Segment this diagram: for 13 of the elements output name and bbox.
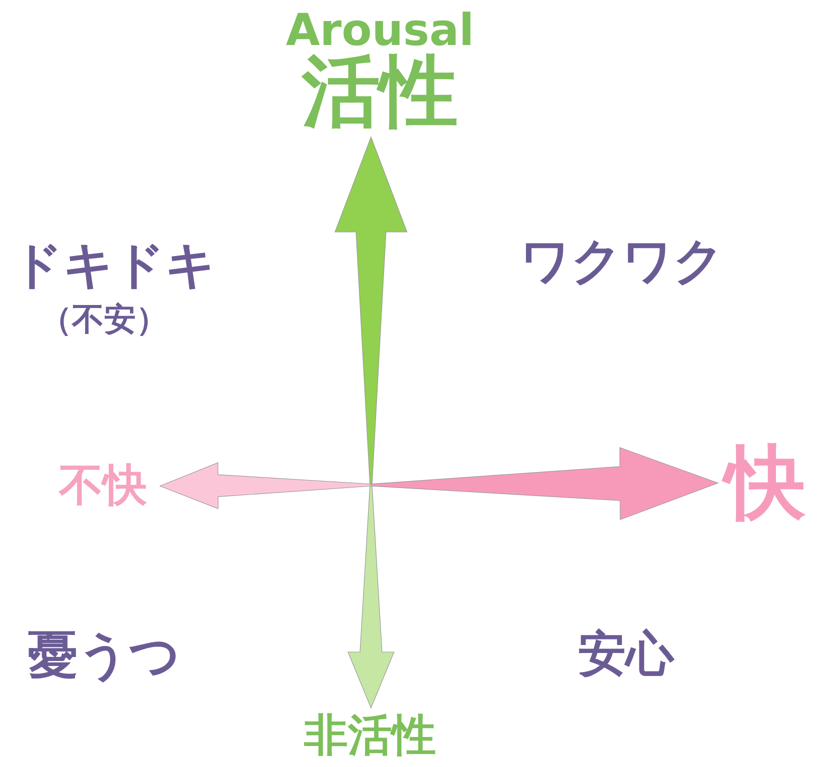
axis-label: Arousal bbox=[286, 8, 474, 52]
axis-label: 不快 bbox=[59, 464, 147, 508]
quadrant-label: （不安） bbox=[40, 302, 168, 338]
arrow bbox=[370, 447, 719, 520]
quadrant-label: 安心 bbox=[578, 628, 674, 681]
quadrant-label: ドキドキ bbox=[12, 238, 216, 293]
arrow bbox=[334, 136, 408, 486]
quadrant-label: ワクワク bbox=[520, 234, 724, 289]
axis-label: 非活性 bbox=[304, 714, 436, 758]
axis-label: 活性 bbox=[302, 52, 458, 130]
arrow bbox=[348, 484, 394, 709]
arrow bbox=[159, 462, 372, 510]
quadrant-label: 憂うつ bbox=[28, 628, 180, 683]
